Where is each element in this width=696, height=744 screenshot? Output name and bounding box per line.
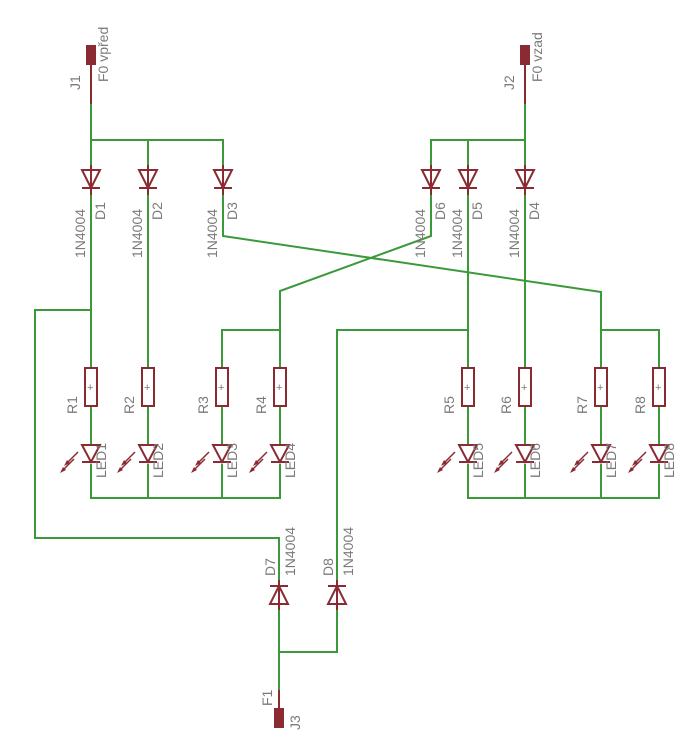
wire-j2-bus xyxy=(430,73,526,166)
led-led5: LED5 xyxy=(437,443,486,478)
diode-d7-value: 1N4004 xyxy=(282,527,298,576)
diode-d5: 1N4004 D5 xyxy=(449,165,485,258)
diode-d5-ref: D5 xyxy=(469,202,485,220)
wire-led-bus-right xyxy=(467,464,660,499)
wire-led-bus-left xyxy=(90,464,281,499)
diode-d6-value: 1N4004 xyxy=(412,209,428,258)
connector-j1: J1 F0 vpřed xyxy=(67,27,111,104)
resistor-r2-ref: R2 xyxy=(121,396,137,414)
resistor-r6: + R6 xyxy=(498,367,532,414)
diode-d8: D8 1N4004 xyxy=(320,527,356,610)
diode-d7: D7 1N4004 xyxy=(262,527,298,610)
resistor-r8: + R8 xyxy=(632,367,666,414)
connector-j2: J2 F0 vzad xyxy=(501,32,545,104)
diode-d2: 1N4004 D2 xyxy=(129,165,165,258)
resistor-r5-ref: R5 xyxy=(441,396,457,414)
wire-d3-crossover xyxy=(222,194,660,369)
resistor-r8-ref: R8 xyxy=(632,396,648,414)
light-rays-icon xyxy=(437,451,456,473)
light-rays-icon xyxy=(117,451,136,473)
led-led8: LED8 xyxy=(628,443,677,478)
diode-d4-value: 1N4004 xyxy=(506,209,522,258)
wire-r-led xyxy=(90,405,660,444)
connector-j3-value: F1 xyxy=(259,689,275,706)
connector-j1-ref: J1 xyxy=(67,75,83,90)
led-led7: LED7 xyxy=(570,443,619,478)
diode-d6-ref: D6 xyxy=(432,202,448,220)
led-led2: LED2 xyxy=(117,443,166,478)
connector-j3: J3 F1 xyxy=(259,689,303,730)
wires xyxy=(34,73,660,711)
resistor-r3: + R3 xyxy=(195,367,229,414)
light-rays-icon xyxy=(628,451,647,473)
resistor-r7-ref: R7 xyxy=(574,396,590,414)
diode-d2-ref: D2 xyxy=(149,202,165,220)
resistor-r3-ref: R3 xyxy=(195,396,211,414)
resistor-r6-ref: R6 xyxy=(498,396,514,414)
connector-j3-pad xyxy=(274,708,284,728)
svg-text:+: + xyxy=(276,382,282,394)
svg-text:+: + xyxy=(218,382,224,394)
connector-j1-value: F0 vpřed xyxy=(95,27,111,82)
diode-d6: 1N4004 D6 xyxy=(412,165,448,258)
led-led8-ref: LED8 xyxy=(661,443,677,478)
svg-text:+: + xyxy=(144,382,150,394)
connector-j2-pad xyxy=(520,45,530,65)
resistor-r1-ref: R1 xyxy=(64,396,80,414)
led-led1: LED1 xyxy=(60,443,109,478)
diode-d4-ref: D4 xyxy=(526,202,542,220)
wire-d6-crossover xyxy=(221,194,432,369)
light-rays-icon xyxy=(494,451,513,473)
diode-d1-ref: D1 xyxy=(92,202,108,220)
resistor-r7: + R7 xyxy=(574,367,608,414)
connector-j1-pad xyxy=(86,45,96,65)
wire-d1-d7-loop xyxy=(34,309,280,581)
diode-d5-value: 1N4004 xyxy=(449,209,465,258)
led-led4-ref: LED4 xyxy=(282,443,298,478)
led-led5-ref: LED5 xyxy=(470,443,486,478)
light-rays-icon xyxy=(191,451,210,473)
diode-d3-value: 1N4004 xyxy=(204,209,220,258)
diode-d2-value: 1N4004 xyxy=(129,209,145,258)
wire-d5-r5 xyxy=(336,194,469,581)
led-led4: LED4 xyxy=(249,443,298,478)
led-led6-ref: LED6 xyxy=(527,443,543,478)
svg-text:+: + xyxy=(87,382,93,394)
diode-d7-ref: D7 xyxy=(262,558,278,576)
svg-text:+: + xyxy=(464,382,470,394)
led-led2-ref: LED2 xyxy=(150,443,166,478)
light-rays-icon xyxy=(60,451,79,473)
wire-j1-bus xyxy=(90,73,224,166)
connector-j2-ref: J2 xyxy=(501,75,517,90)
led-led1-ref: LED1 xyxy=(93,443,109,478)
connector-j3-ref: J3 xyxy=(287,715,303,730)
svg-text:+: + xyxy=(655,382,661,394)
diode-d4: 1N4004 D4 xyxy=(506,165,542,258)
light-rays-icon xyxy=(570,451,589,473)
resistor-r4-ref: R4 xyxy=(253,396,269,414)
svg-text:+: + xyxy=(521,382,527,394)
diode-d1-value: 1N4004 xyxy=(72,209,88,258)
diode-d3-ref: D3 xyxy=(224,202,240,220)
light-rays-icon xyxy=(249,451,268,473)
diode-d1: 1N4004 D1 xyxy=(72,165,108,258)
led-led3-ref: LED3 xyxy=(224,443,240,478)
connector-j2-value: F0 vzad xyxy=(529,32,545,82)
led-led6: LED6 xyxy=(494,443,543,478)
led-led3: LED3 xyxy=(191,443,240,478)
diode-d8-value: 1N4004 xyxy=(340,527,356,576)
resistor-r4: + R4 xyxy=(253,367,287,414)
diode-d3: 1N4004 D3 xyxy=(204,165,240,258)
resistor-r2: + R2 xyxy=(121,367,155,414)
resistor-r5: + R5 xyxy=(441,367,475,414)
led-led7-ref: LED7 xyxy=(603,443,619,478)
resistor-r1: + R1 xyxy=(64,367,98,414)
diode-d8-ref: D8 xyxy=(320,558,336,576)
svg-text:+: + xyxy=(597,382,603,394)
wire-d7-d8-j3 xyxy=(278,609,338,711)
